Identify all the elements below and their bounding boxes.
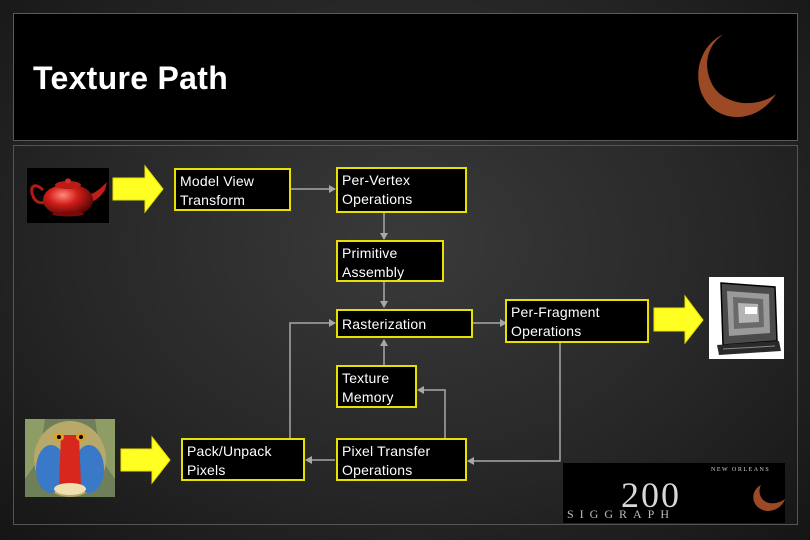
- texture-memory-line-2: Memory: [342, 389, 394, 405]
- model-view-line-2: Transform: [180, 192, 246, 208]
- texture-memory-line-1: Texture: [342, 370, 390, 386]
- siggraph-2000-logo-icon: NEW ORLEANS 200 SIGGRAPH: [563, 463, 785, 523]
- page-title: Texture Path: [33, 60, 229, 96]
- crescent-moon-logo-icon: [698, 34, 776, 118]
- pack-unpack-pixels-box: Pack/Unpack Pixels: [181, 438, 305, 481]
- per-vertex-line-1: Per-Vertex: [342, 172, 411, 188]
- per-vertex-line-2: Operations: [342, 191, 413, 207]
- pixel-transfer-operations-box: Pixel Transfer Operations: [336, 438, 467, 481]
- texture-memory-box: Texture Memory: [336, 365, 417, 408]
- primitive-assembly-line-2: Assembly: [342, 264, 405, 280]
- rasterization-box: Rasterization: [336, 309, 473, 338]
- pack-unpack-line-2: Pixels: [187, 462, 226, 478]
- mandrill-image-icon: [25, 419, 115, 497]
- per-vertex-operations-box: Per-Vertex Operations: [336, 167, 467, 213]
- teapot-image-icon: [27, 168, 109, 223]
- title-panel: [13, 13, 798, 141]
- per-fragment-line-1: Per-Fragment: [511, 304, 600, 320]
- model-view-transform-box: Model View Transform: [174, 168, 291, 211]
- primitive-assembly-box: Primitive Assembly: [336, 240, 444, 282]
- svg-text:200: 200: [621, 475, 681, 515]
- svg-text:NEW ORLEANS: NEW ORLEANS: [711, 467, 770, 473]
- pixel-transfer-line-1: Pixel Transfer: [342, 443, 431, 459]
- rasterization-label: Rasterization: [342, 316, 427, 332]
- pixel-transfer-line-2: Operations: [342, 462, 413, 478]
- pack-unpack-line-1: Pack/Unpack: [187, 443, 272, 459]
- primitive-assembly-line-1: Primitive: [342, 245, 398, 261]
- model-view-line-1: Model View: [180, 173, 255, 189]
- per-fragment-operations-box: Per-Fragment Operations: [505, 299, 649, 343]
- per-fragment-line-2: Operations: [511, 323, 582, 339]
- content-panel: [13, 145, 798, 525]
- svg-text:SIGGRAPH: SIGGRAPH: [567, 507, 675, 521]
- monitor-image-icon: [709, 277, 784, 359]
